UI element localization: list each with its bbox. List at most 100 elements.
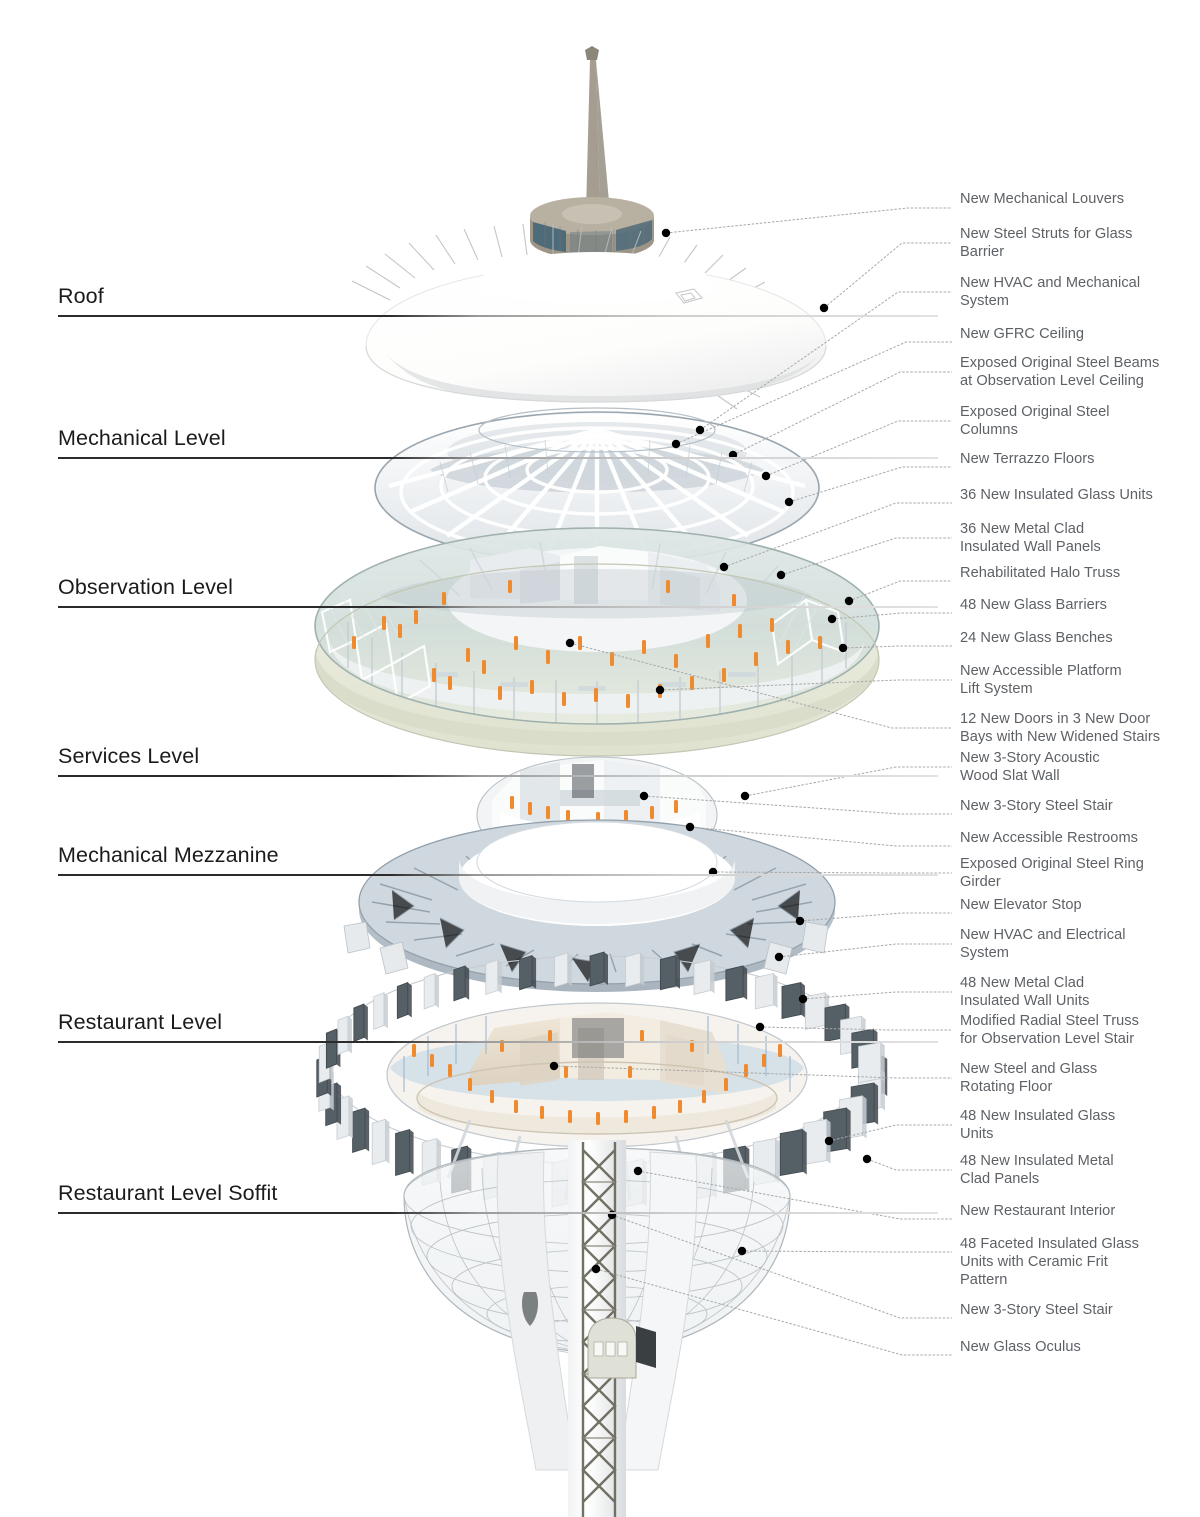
level-label-roof: Roof: [58, 284, 938, 317]
callout-line: Barrier: [960, 244, 1005, 261]
callout-line: 48 Faceted Insulated Glass: [960, 1236, 1139, 1252]
callout-line: New Steel and Glass: [960, 1061, 1098, 1077]
restaurant-level: [316, 951, 888, 1209]
level-label-text: Mechanical Level: [58, 426, 226, 450]
callout-rehabilitated-halo-truss: Rehabilitated Halo Truss: [960, 564, 1190, 582]
callout-line: Modified Radial Steel Truss: [960, 1013, 1139, 1029]
callout-exposed-steel-beams: Exposed Original Steel Beams at Observati…: [960, 354, 1190, 390]
callout-line: New Elevator Stop: [960, 897, 1082, 913]
callout-line: 12 New Doors in 3 New Door: [960, 711, 1151, 727]
callout-line: Units with Ceramic Frit: [960, 1254, 1108, 1271]
level-label-text: Restaurant Level: [58, 1010, 223, 1034]
callout-line: Insulated Wall Panels: [960, 539, 1101, 556]
callout-line: 36 New Insulated Glass Units: [960, 487, 1153, 503]
callout-line: Wood Slat Wall: [960, 768, 1060, 785]
level-label-restaurant-level: Restaurant Level: [58, 1010, 938, 1043]
level-label-text: Observation Level: [58, 575, 233, 599]
callout-accessible-restrooms: New Accessible Restrooms: [960, 829, 1190, 847]
callout-modified-radial-truss: Modified Radial Steel Truss for Observati…: [960, 1012, 1190, 1048]
level-label-services-level: Services Level: [58, 744, 938, 777]
callout-line: 48 New Metal Clad: [960, 975, 1085, 991]
level-label-rule: [58, 874, 938, 876]
callout-mechanical-louvers: New Mechanical Louvers: [960, 190, 1190, 208]
callout-line: Columns: [960, 422, 1018, 439]
level-label-rule: [58, 1041, 938, 1043]
callout-line: at Observation Level Ceiling: [960, 373, 1144, 390]
callout-line: New Glass Oculus: [960, 1339, 1081, 1355]
callout-line: New 3-Story Acoustic: [960, 750, 1100, 766]
callout-line: Girder: [960, 874, 1001, 891]
callout-line: for Observation Level Stair: [960, 1031, 1135, 1048]
roof-level: [351, 223, 827, 410]
level-label-mechanical-mezzanine: Mechanical Mezzanine: [58, 843, 938, 876]
callout-line: 24 New Glass Benches: [960, 630, 1113, 646]
level-label-rule: [58, 457, 938, 459]
callout-line: Exposed Original Steel Beams: [960, 355, 1160, 371]
leader-dots: [549, 228, 872, 1274]
callout-line: New Restaurant Interior: [960, 1203, 1116, 1219]
callout-steel-stair-3story-lower: New 3-Story Steel Stair: [960, 1301, 1190, 1319]
visitor-figures: [352, 580, 822, 708]
callout-line: New 3-Story Steel Stair: [960, 798, 1113, 814]
callout-line: System: [960, 945, 1009, 962]
level-label-text: Restaurant Level Soffit: [58, 1181, 278, 1205]
callout-restaurant-interior: New Restaurant Interior: [960, 1202, 1190, 1220]
mechanical-mezzanine: [343, 819, 836, 992]
callout-line: New Terrazzo Floors: [960, 451, 1095, 467]
callout-glass-barriers-48: 48 New Glass Barriers: [960, 596, 1190, 614]
level-label-observation-level: Observation Level: [58, 575, 938, 608]
callout-line: New Accessible Platform: [960, 663, 1122, 679]
callout-line: Clad Panels: [960, 1171, 1040, 1188]
elevator-car: [587, 1317, 656, 1379]
callout-elevator-stop: New Elevator Stop: [960, 896, 1190, 914]
callout-line: 36 New Metal Clad: [960, 521, 1085, 537]
leader-lines: [553, 207, 952, 1356]
callout-line: Exposed Original Steel: [960, 404, 1110, 420]
callout-line: New HVAC and Mechanical: [960, 275, 1141, 291]
mechanical-louver-drum: [530, 197, 654, 259]
callout-line: New Steel Struts for Glass: [960, 226, 1133, 242]
callout-line: Insulated Wall Units: [960, 993, 1090, 1010]
callout-line: System: [960, 293, 1009, 310]
level-label-text: Services Level: [58, 744, 200, 768]
callout-line: 48 New Insulated Metal: [960, 1153, 1114, 1169]
callout-line: New 3-Story Steel Stair: [960, 1302, 1113, 1318]
callout-line: Rotating Floor: [960, 1079, 1053, 1096]
level-label-rule: [58, 775, 938, 777]
level-label-restaurant-level-soffit: Restaurant Level Soffit: [58, 1181, 938, 1214]
level-label-rule: [58, 1212, 938, 1214]
callout-glass-oculus: New Glass Oculus: [960, 1338, 1190, 1356]
callout-line: New HVAC and Electrical: [960, 927, 1126, 943]
callout-line: New GFRC Ceiling: [960, 326, 1085, 342]
level-label-mechanical-level: Mechanical Level: [58, 426, 938, 459]
roof-hatch: [675, 288, 703, 304]
callout-line: New Mechanical Louvers: [960, 191, 1125, 207]
callout-line: Lift System: [960, 681, 1033, 698]
callout-gfrc-ceiling: New GFRC Ceiling: [960, 325, 1190, 343]
level-label-text: Roof: [58, 284, 104, 308]
callout-steel-stair-3story-upper: New 3-Story Steel Stair: [960, 797, 1190, 815]
level-label-text: Mechanical Mezzanine: [58, 843, 279, 867]
antenna-mast: [578, 46, 612, 219]
callout-glass-benches-24: 24 New Glass Benches: [960, 629, 1190, 647]
callout-line: Bays with New Widened Stairs: [960, 729, 1161, 746]
callout-line: New Accessible Restrooms: [960, 830, 1139, 846]
callout-line: Rehabilitated Halo Truss: [960, 565, 1121, 581]
callout-line: 48 New Insulated Glass: [960, 1108, 1116, 1124]
callout-line: Pattern: [960, 1272, 1008, 1289]
level-label-rule: [58, 606, 938, 608]
